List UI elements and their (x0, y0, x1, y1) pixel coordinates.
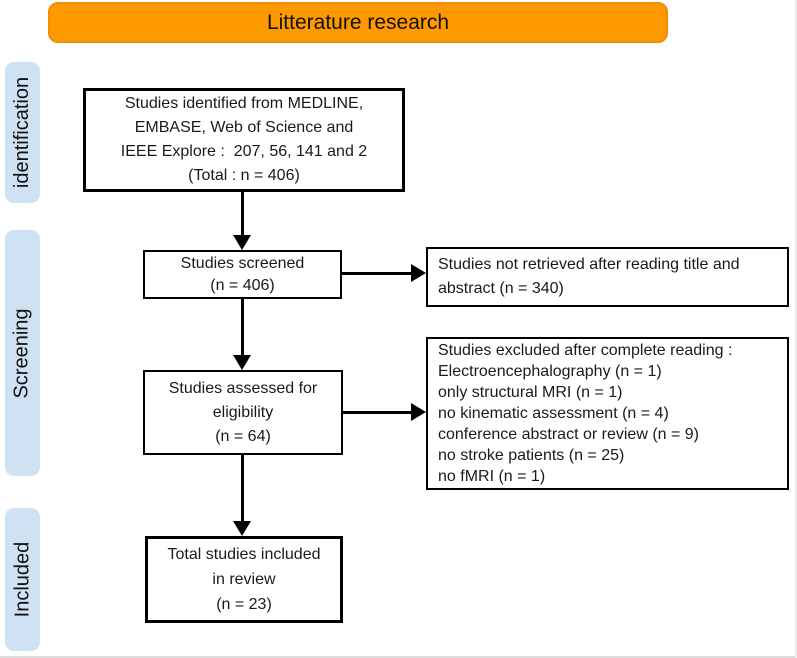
box-studies-identified: Studies identified from MEDLINE, EMBASE,… (83, 88, 405, 192)
arrow-assessed-to-excluded-head-icon (411, 403, 426, 421)
arrow-screened-to-notretrieved-head-icon (411, 264, 426, 282)
arrow-screened-to-assessed-line (241, 299, 244, 357)
arrow-assessed-to-included-line (241, 455, 244, 523)
stage-screening-label: Screening (11, 307, 33, 399)
arrow-screened-to-notretrieved-line (342, 272, 413, 275)
arrow-screened-to-assessed-head-icon (233, 355, 251, 370)
figure-right-edge (795, 0, 797, 658)
page-title: Litterature research (266, 10, 450, 34)
arrow-assessed-to-excluded-line (343, 411, 413, 414)
stage-included-label: Included (11, 541, 33, 618)
figure-bottom-edge (0, 656, 797, 658)
arrow-identified-to-screened-head-icon (233, 235, 251, 250)
box-studies-screened: Studies screened (n = 406) (143, 250, 342, 299)
stage-identification-label: identification (11, 76, 33, 189)
stage-identification: identification (5, 62, 40, 203)
stage-included: Included (5, 508, 40, 651)
header-banner: Litterature research (48, 2, 668, 43)
box-studies-excluded: Studies excluded after complete reading … (426, 337, 789, 490)
arrow-identified-to-screened-line (241, 192, 244, 237)
box-total-included: Total studies included in review (n = 23… (145, 536, 343, 623)
box-studies-assessed: Studies assessed for eligibility (n = 64… (143, 370, 343, 455)
arrow-assessed-to-included-head-icon (233, 521, 251, 536)
stage-screening: Screening (5, 230, 40, 476)
box-studies-not-retrieved: Studies not retrieved after reading titl… (426, 247, 789, 307)
